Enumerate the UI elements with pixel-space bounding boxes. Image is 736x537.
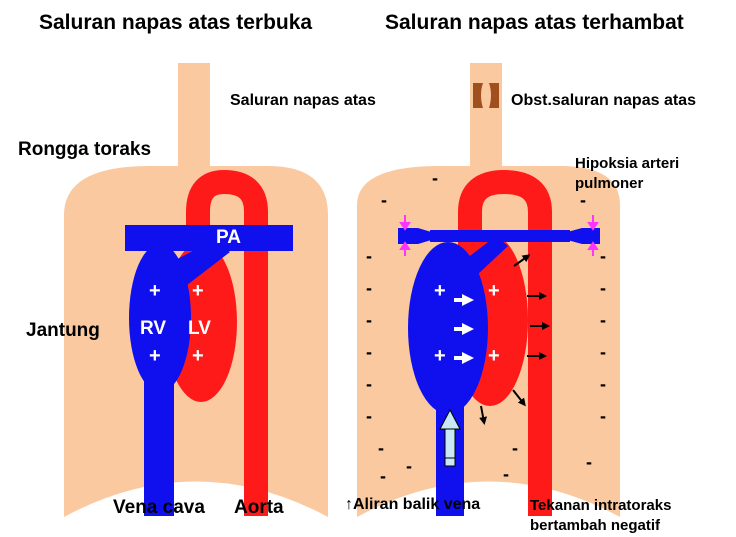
minus-sign: -	[366, 406, 372, 427]
thorax-label: Rongga toraks	[18, 139, 151, 161]
minus-sign: -	[366, 278, 372, 299]
minus-sign: -	[366, 310, 372, 331]
plus-sign: +	[434, 280, 446, 303]
rv-label: RV	[140, 318, 166, 340]
hypoxia-label-line1: Hipoksia arteri	[575, 154, 679, 174]
pressure-label-line1: Tekanan intratoraks	[530, 496, 671, 516]
minus-sign: -	[512, 438, 518, 459]
minus-sign: -	[366, 246, 372, 267]
vena-cava-label: Vena cava	[113, 497, 205, 519]
minus-sign: -	[600, 246, 606, 267]
plus-sign: +	[192, 280, 204, 303]
minus-sign: -	[600, 342, 606, 363]
plus-sign: +	[488, 280, 500, 303]
minus-sign: -	[380, 466, 386, 487]
minus-sign: -	[503, 464, 509, 485]
obstruction-label: Obst.saluran napas atas	[511, 92, 696, 110]
minus-sign: -	[600, 278, 606, 299]
minus-sign: -	[366, 342, 372, 363]
minus-sign: -	[378, 438, 384, 459]
minus-sign: -	[381, 190, 387, 211]
minus-sign: -	[586, 452, 592, 473]
upper-airway-label: Saluran napas atas	[230, 92, 376, 110]
minus-sign: -	[600, 374, 606, 395]
right-title: Saluran napas atas terhambat	[385, 11, 684, 35]
aorta-label: Aorta	[234, 497, 284, 519]
minus-sign: -	[432, 168, 438, 189]
venous-return-label: ↑Aliran balik vena	[345, 496, 480, 514]
minus-sign: -	[600, 310, 606, 331]
minus-sign: -	[366, 374, 372, 395]
minus-sign: -	[600, 406, 606, 427]
pa-label: PA	[216, 227, 241, 249]
plus-sign: +	[434, 345, 446, 368]
pressure-label-line2: bertambah negatif	[530, 516, 660, 536]
lv-label: LV	[188, 318, 211, 340]
minus-sign: -	[406, 456, 412, 477]
left-title: Saluran napas atas terbuka	[39, 11, 312, 35]
plus-sign: +	[192, 345, 204, 368]
plus-sign: +	[149, 345, 161, 368]
plus-sign: +	[488, 345, 500, 368]
heart-label: Jantung	[26, 320, 100, 342]
minus-sign: -	[580, 190, 586, 211]
plus-sign: +	[149, 280, 161, 303]
